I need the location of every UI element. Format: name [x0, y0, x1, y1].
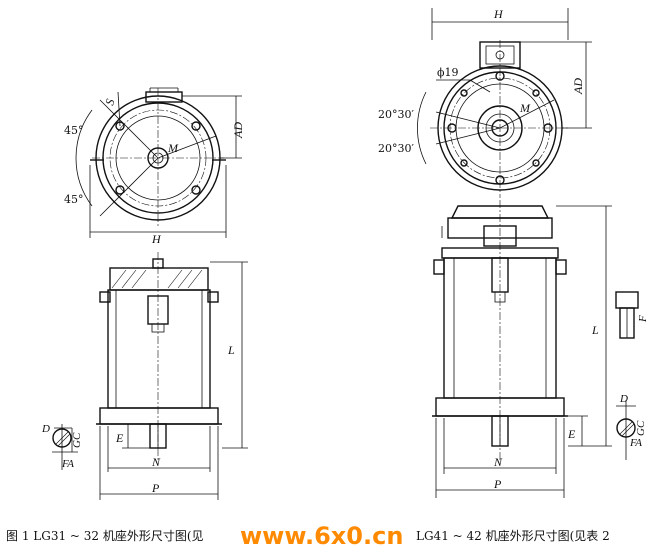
right-label-D: D	[619, 393, 628, 405]
right-label-N: N	[493, 455, 503, 469]
left-label-L: L	[227, 343, 235, 357]
right-end-view	[417, 8, 592, 198]
left-label-AD: AD	[231, 122, 245, 139]
left-label-H: H	[151, 232, 162, 246]
left-label-GC: GC	[71, 432, 83, 448]
right-label-F: F	[637, 315, 649, 323]
right-label-angle-lower: 20°30′	[378, 142, 414, 155]
watermark: www.6x0.cn	[240, 522, 403, 550]
right-label-M: M	[519, 101, 531, 115]
right-label-AD: AD	[571, 78, 585, 95]
left-label-E: E	[115, 431, 124, 445]
left-label-angle-upper: 45°	[64, 124, 84, 137]
right-label-phi: ϕ19	[437, 66, 459, 79]
left-label-S: S	[102, 97, 117, 106]
left-label-angle-lower: 45°	[64, 193, 84, 206]
left-label-M: M	[167, 141, 179, 155]
right-label-L: L	[591, 323, 599, 337]
left-label-D: D	[41, 423, 50, 435]
left-side-view	[52, 252, 248, 500]
right-label-P: P	[493, 477, 502, 491]
right-label-FA: FA	[629, 437, 642, 449]
left-label-FA: FA	[61, 458, 74, 470]
caption-left: 图 1 LG31 ~ 32 机座外形尺寸图(见	[6, 528, 204, 543]
right-label-angle-upper: 20°30′	[378, 108, 414, 121]
right-label-GC: GC	[635, 420, 647, 436]
left-end-view	[75, 87, 242, 238]
right-label-E: E	[567, 427, 576, 441]
right-label-H: H	[493, 7, 504, 21]
left-label-P: P	[151, 481, 160, 495]
right-side-view	[432, 200, 639, 498]
caption-right: LG41 ~ 42 机座外形尺寸图(见表 2	[416, 528, 610, 543]
left-label-N: N	[151, 455, 161, 469]
